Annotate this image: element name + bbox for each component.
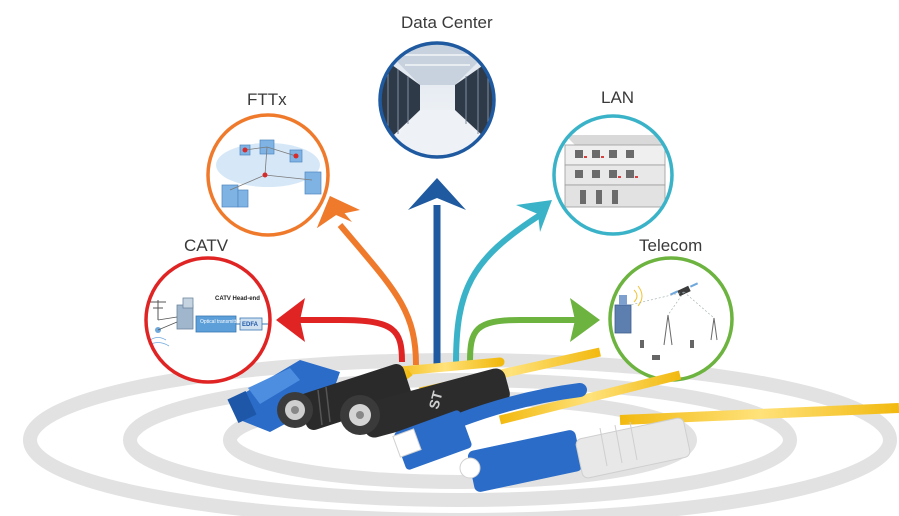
label-lan: LAN [601, 88, 635, 107]
node-datacenter [378, 41, 496, 159]
node-catv [144, 256, 272, 384]
arrow-fttx [317, 196, 419, 366]
fttx-network-image [216, 139, 322, 208]
sc-connector [392, 383, 587, 470]
arrow-telecom [467, 298, 600, 363]
node-lan [552, 114, 674, 236]
fttx-ring [206, 113, 330, 237]
catv-headend-image [146, 297, 270, 347]
label-telecom: Telecom [639, 236, 703, 255]
label-catv: CATV [184, 236, 229, 255]
node-telecom [608, 256, 734, 382]
lan-building-image [564, 135, 666, 208]
arrow-catv [276, 298, 405, 363]
lc-connector-right [459, 417, 691, 492]
arrow-datacenter [408, 178, 466, 365]
catv-transmitter-label: Optical transmitter [200, 319, 241, 325]
node-fttx [206, 113, 330, 237]
st-label: ST [425, 389, 445, 411]
datacenter-ring [378, 41, 496, 159]
catv-ring [144, 256, 272, 384]
label-data-center: Data Center [401, 13, 493, 32]
lan-ring [552, 114, 674, 236]
catv-headend-label: CATV Head-end [215, 296, 260, 302]
catv-edfa-label: EDFA [242, 322, 259, 328]
label-fttx: FTTx [247, 90, 287, 109]
datacenter-image [380, 43, 494, 157]
ring-outer [23, 353, 897, 516]
telecom-image [614, 282, 718, 360]
st-connector: ST [340, 368, 510, 438]
arrow-lan [453, 200, 552, 366]
